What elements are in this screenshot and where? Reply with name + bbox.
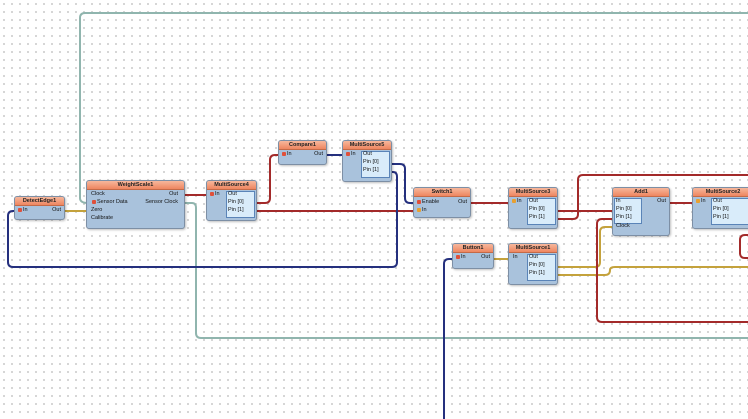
pin-in[interactable]: In bbox=[215, 191, 220, 197]
pin-in[interactable]: In bbox=[422, 207, 427, 213]
pin-out[interactable]: Out bbox=[458, 199, 467, 205]
pin-clock[interactable]: Clock bbox=[616, 223, 630, 229]
component-title: MultiSource5 bbox=[343, 141, 391, 150]
pin-clock[interactable]: Clock bbox=[91, 191, 105, 197]
wire-ms5-enable bbox=[390, 163, 415, 204]
pin-in[interactable]: In bbox=[513, 254, 518, 260]
pin-in[interactable]: In bbox=[517, 198, 522, 204]
pin-1[interactable]: Pin [1] bbox=[713, 214, 729, 220]
multisource5-component[interactable]: MultiSource5 In Out Pin [0] Pin [1] bbox=[342, 140, 392, 182]
pin-in[interactable]: In bbox=[701, 198, 706, 204]
wire-add-pin1 bbox=[596, 218, 748, 323]
wire-button-in bbox=[443, 258, 454, 419]
pin-out-label: Out bbox=[529, 198, 538, 204]
weightscale1-component[interactable]: WeightScale1 Clock Sensor Data Zero Cali… bbox=[86, 180, 185, 229]
wire-sensor-clock bbox=[183, 202, 748, 339]
detectedge1-component[interactable]: DetectEdge1 In Out bbox=[14, 196, 65, 220]
multisource1-component[interactable]: MultiSource1 In Out Pin [0] Pin [1] bbox=[508, 243, 558, 285]
pin-out-label: Out bbox=[713, 198, 722, 204]
multisource2-component[interactable]: MultiSource2 In Out Pin [0] Pin [1] bbox=[692, 187, 748, 229]
pin-sensor-clock[interactable]: Sensor Clock bbox=[145, 199, 178, 205]
pin-out[interactable]: Out bbox=[657, 198, 666, 204]
pin-enable[interactable]: Enable bbox=[422, 199, 440, 205]
component-title: MultiSource1 bbox=[509, 244, 557, 253]
pin-out[interactable]: Out bbox=[314, 151, 323, 157]
pin-0[interactable]: Pin [0] bbox=[228, 199, 244, 205]
component-title: WeightScale1 bbox=[87, 181, 184, 190]
pin-0[interactable]: Pin [0] bbox=[616, 206, 632, 212]
component-title: Switch1 bbox=[414, 188, 470, 197]
pin-in[interactable]: In bbox=[461, 254, 466, 260]
pin-0[interactable]: Pin [0] bbox=[529, 262, 545, 268]
button1-component[interactable]: Button1 In Out bbox=[452, 243, 494, 269]
pin-1[interactable]: Pin [1] bbox=[529, 270, 545, 276]
pin-out[interactable]: Out bbox=[169, 191, 178, 197]
component-title: MultiSource2 bbox=[693, 188, 748, 197]
pin-out[interactable]: Out bbox=[52, 207, 61, 213]
wire-ms5-detectedge bbox=[7, 171, 398, 268]
pin-out-label: Out bbox=[363, 151, 372, 157]
wire-right-box bbox=[739, 234, 748, 259]
pin-0[interactable]: Pin [0] bbox=[363, 159, 379, 165]
compare1-component[interactable]: Compare1 In Out bbox=[278, 140, 327, 165]
pin-1[interactable]: Pin [1] bbox=[228, 207, 244, 213]
component-title: MultiSource3 bbox=[509, 188, 557, 197]
pin-out-label: Out bbox=[529, 254, 538, 260]
pin-in[interactable]: In bbox=[287, 151, 292, 157]
wire-sensor-data bbox=[79, 12, 748, 204]
component-title: Button1 bbox=[453, 244, 493, 253]
pin-0[interactable]: Pin [0] bbox=[713, 206, 729, 212]
component-title: Add1 bbox=[613, 188, 669, 197]
pin-in[interactable]: In bbox=[351, 151, 356, 157]
pin-out[interactable]: Out bbox=[481, 254, 490, 260]
pin-calibrate[interactable]: Calibrate bbox=[91, 215, 114, 221]
component-title: Compare1 bbox=[279, 141, 326, 150]
pin-1[interactable]: Pin [1] bbox=[363, 167, 379, 173]
pin-1[interactable]: Pin [1] bbox=[529, 214, 545, 220]
multisource3-component[interactable]: MultiSource3 In Out Pin [0] Pin [1] bbox=[508, 187, 558, 229]
wire-ms4-compare bbox=[255, 154, 280, 204]
wire-ms3-pin1 bbox=[556, 174, 748, 220]
pin-in-label: In bbox=[616, 198, 621, 204]
pin-in[interactable]: In bbox=[23, 207, 28, 213]
pin-sensor-data[interactable]: Sensor Data bbox=[97, 199, 128, 205]
pin-out-label: Out bbox=[228, 191, 237, 197]
pin-0[interactable]: Pin [0] bbox=[529, 206, 545, 212]
add1-component[interactable]: Add1 In Pin [0] Pin [1] Clock Out bbox=[612, 187, 670, 236]
wire-ms1-pin1 bbox=[556, 266, 748, 276]
component-title: DetectEdge1 bbox=[15, 197, 64, 206]
wire-ms1-clock bbox=[556, 226, 614, 268]
switch1-component[interactable]: Switch1 Enable In Out bbox=[413, 187, 471, 218]
component-title: MultiSource4 bbox=[207, 181, 256, 190]
pin-zero[interactable]: Zero bbox=[91, 207, 103, 213]
multisource4-component[interactable]: MultiSource4 In Out Pin [0] Pin [1] bbox=[206, 180, 257, 221]
pin-1[interactable]: Pin [1] bbox=[616, 214, 632, 220]
